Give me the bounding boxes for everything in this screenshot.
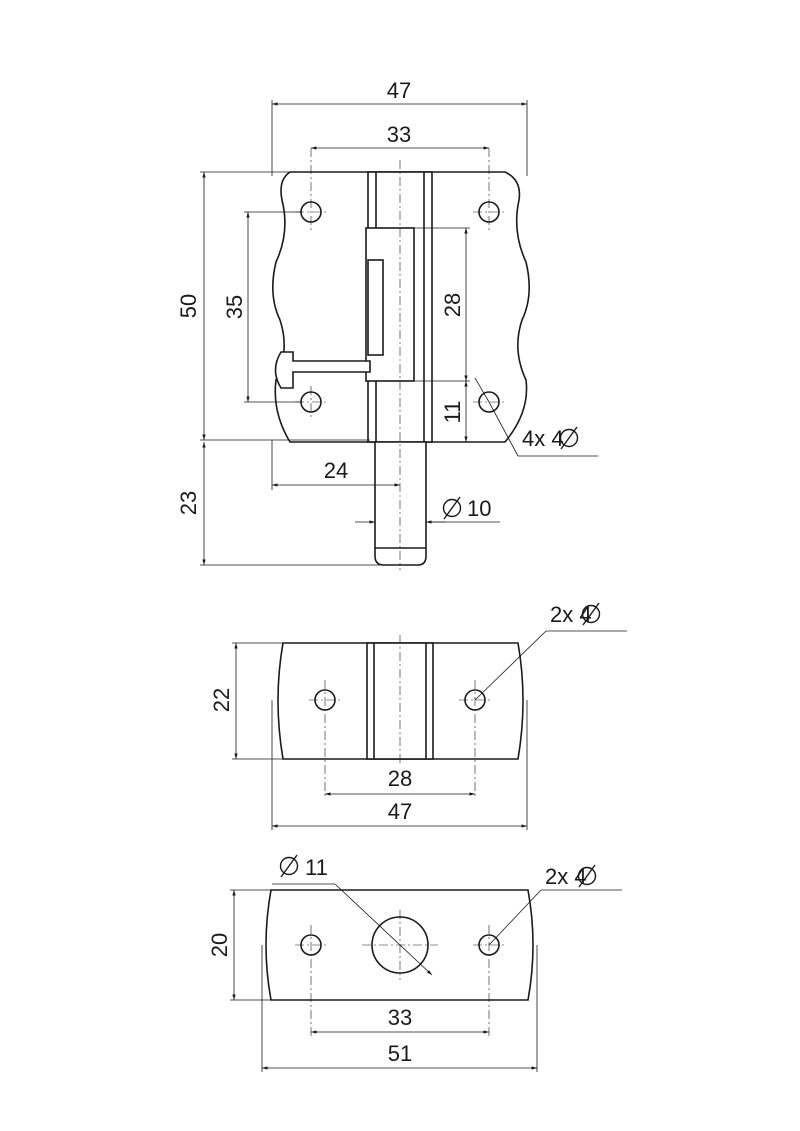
dim-top-hole-spacing: 28 <box>388 766 412 791</box>
diameter-icon <box>279 854 299 878</box>
dim-top-width: 47 <box>388 799 412 824</box>
dim-bolt-extent: 28 <box>440 293 465 317</box>
dim-bottom-holes: 2x 4 <box>545 864 587 889</box>
diameter-icon <box>442 496 462 520</box>
top-view: 22 28 47 2x 4 <box>209 602 627 830</box>
dim-height-overall: 50 <box>176 294 201 318</box>
diameter-icon <box>559 426 579 450</box>
dim-width-overall: 47 <box>387 78 411 103</box>
bolt-knob <box>274 351 371 389</box>
dim-top-height: 22 <box>209 688 234 712</box>
dim-bottom-width: 51 <box>388 1041 412 1066</box>
dim-holes-front: 4x 4 <box>522 426 564 451</box>
dim-top-holes: 2x 4 <box>550 602 592 627</box>
front-view: 47 33 50 35 28 11 24 23 <box>176 78 598 570</box>
bottom-view: 20 33 51 11 2x 4 <box>207 854 622 1072</box>
dim-bolt-offset: 11 <box>440 401 465 424</box>
bolt-slot <box>367 259 384 356</box>
dim-center-hole: 11 <box>305 855 328 880</box>
dim-bottom-height: 20 <box>207 933 232 957</box>
bolt-pin <box>374 441 427 566</box>
dim-bolt-protrusion: 23 <box>176 491 201 515</box>
dim-bolt-diameter: 10 <box>467 496 491 521</box>
diameter-icon <box>577 864 597 888</box>
dim-height-inner: 35 <box>222 295 247 319</box>
diameter-icon <box>581 602 601 626</box>
dim-hole-spacing: 33 <box>387 122 411 147</box>
dim-knob-offset: 24 <box>324 458 348 483</box>
dim-bottom-hole-spacing: 33 <box>388 1005 412 1030</box>
